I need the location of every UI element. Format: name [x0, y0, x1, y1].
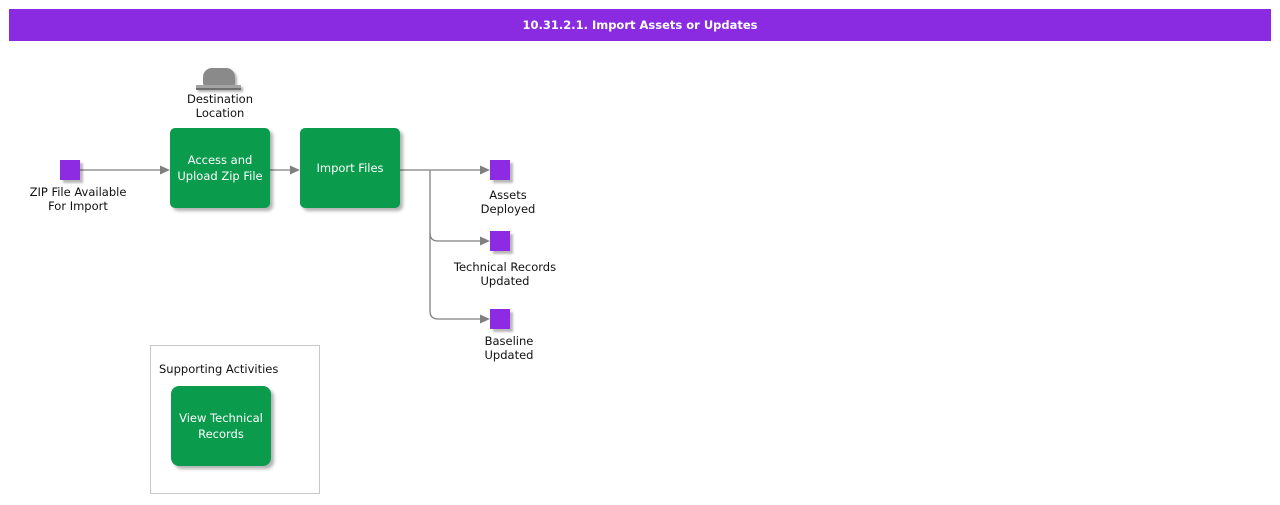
- end-event-label-technical-records-updated: Technical Records Updated: [453, 260, 557, 288]
- connector-import-to-technical: [429, 232, 480, 242]
- diagram-title-bar: 10.31.2.1. Import Assets or Updates: [9, 9, 1271, 41]
- arrowhead-icon: [160, 165, 170, 175]
- start-event-zip-file[interactable]: [60, 160, 80, 180]
- resource-label: Destination Location: [187, 92, 253, 120]
- start-event-label: ZIP File Available For Import: [29, 185, 127, 213]
- supporting-activities-title: Supporting Activities: [159, 362, 279, 376]
- activity-view-technical-records[interactable]: View Technical Records: [171, 386, 271, 466]
- arrowhead-icon: [480, 314, 490, 324]
- arrowhead-icon: [480, 165, 490, 175]
- end-event-technical-records-updated[interactable]: [490, 231, 510, 251]
- activity-import-files[interactable]: Import Files: [300, 128, 400, 208]
- arrowhead-icon: [290, 165, 300, 175]
- end-event-label-assets-deployed: Assets Deployed: [480, 188, 536, 216]
- end-event-assets-deployed[interactable]: [490, 160, 510, 180]
- end-event-label-baseline-updated: Baseline Updated: [484, 334, 534, 362]
- page-title: 10.31.2.1. Import Assets or Updates: [522, 18, 758, 32]
- hat-brim-icon: [196, 85, 241, 90]
- destination-location-resource-icon: [196, 66, 244, 92]
- activity-access-and-upload-zip-file[interactable]: Access and Upload Zip File: [170, 128, 270, 208]
- supporting-activities-group: Supporting Activities View Technical Rec…: [150, 345, 320, 494]
- end-event-baseline-updated[interactable]: [490, 309, 510, 329]
- arrowhead-icon: [480, 236, 490, 246]
- hat-dome-icon: [203, 68, 235, 86]
